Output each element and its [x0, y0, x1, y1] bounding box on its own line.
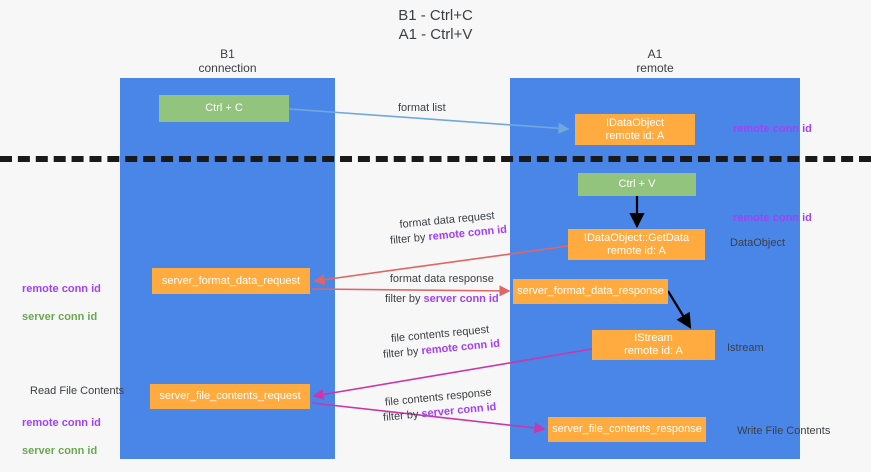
- arrow-label-line1: format data response: [389, 273, 494, 285]
- filter-key-server-conn-id: server conn id: [423, 293, 499, 305]
- arrow-label-format-data-request: format data request filter by remote con…: [388, 208, 508, 249]
- arrow-label-filter: filter by server conn id: [385, 292, 499, 307]
- column-header-b1: B1 connection: [198, 47, 257, 75]
- box-server-format-data-request[interactable]: server_format_data_request: [152, 268, 310, 294]
- box-server-file-contents-request[interactable]: server_file_contents_request: [150, 384, 310, 409]
- box-istream-remote[interactable]: IStream remote id: A: [592, 330, 715, 360]
- filter-prefix: filter by: [385, 293, 424, 305]
- label-read-file-contents: Read File Contents: [30, 385, 125, 397]
- label-istream: Istream: [727, 342, 764, 354]
- box-ctrl-c[interactable]: Ctrl + C: [159, 95, 289, 122]
- label-server-conn-id-left-top: server conn id: [22, 311, 98, 323]
- box-server-file-contents-response[interactable]: server_file_contents_response: [548, 417, 706, 442]
- page-title: B1 - Ctrl+C A1 - Ctrl+V: [398, 7, 473, 43]
- label-remote-conn-id-mid: remote conn id: [733, 212, 812, 224]
- filter-prefix: filter by: [382, 408, 423, 424]
- arrow-label-format-list: format list: [398, 102, 446, 114]
- label-remote-conn-id-left-top: remote conn id: [22, 283, 101, 295]
- label-left-conn-ids-bottom: remote conn id server conn id: [22, 402, 101, 472]
- box-ctrl-v[interactable]: Ctrl + V: [578, 173, 696, 196]
- label-dataobject: DataObject: [730, 237, 786, 249]
- arrow-label-file-contents-request: file contents request filter by remote c…: [381, 322, 501, 363]
- arrow-label-format-data-response: format data response filter by server co…: [385, 272, 499, 307]
- box-server-format-data-response[interactable]: server_format_data_response: [513, 279, 668, 304]
- box-idataobject-remote[interactable]: IDataObject remote id: A: [575, 114, 695, 145]
- filter-prefix: filter by: [389, 231, 430, 247]
- filter-prefix: filter by: [382, 345, 423, 361]
- label-left-conn-ids-top: remote conn id server conn id: [22, 268, 101, 338]
- label-remote-conn-id-top: remote conn id: [733, 123, 812, 135]
- label-write-file-contents: Write File Contents: [737, 425, 831, 437]
- column-header-a1: A1 remote: [636, 47, 674, 75]
- divider-dashed: [0, 156, 871, 162]
- label-server-conn-id-left-bottom: server conn id: [22, 445, 98, 457]
- box-idataobject-getdata[interactable]: IDataObject::GetData remote id: A: [568, 229, 705, 260]
- arrow-label-file-contents-response: file contents response filter by server …: [381, 385, 497, 426]
- label-remote-conn-id-left-bottom: remote conn id: [22, 417, 101, 429]
